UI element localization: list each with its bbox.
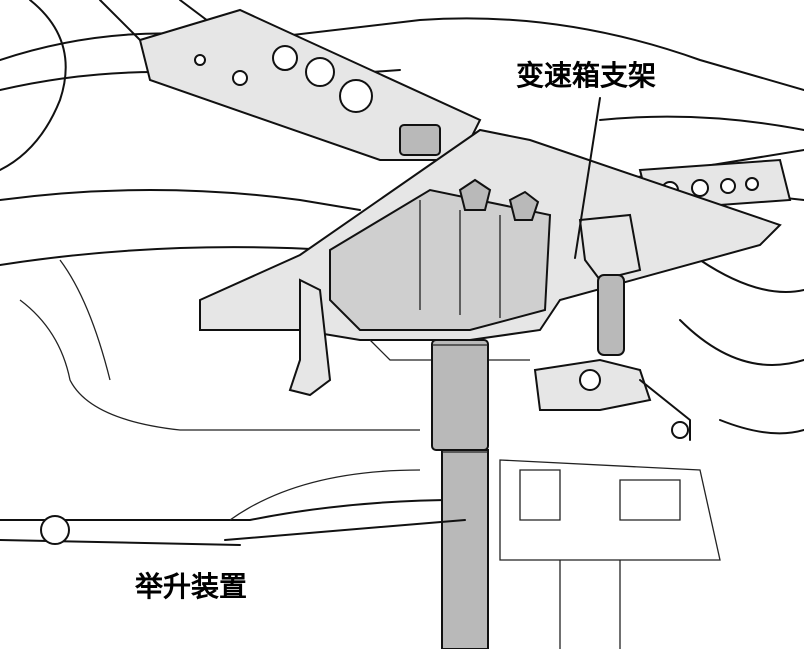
bracket-leader-line — [574, 97, 601, 259]
lift-column — [431, 339, 489, 649]
leader-lines — [224, 97, 601, 541]
lower-frame — [0, 259, 721, 649]
transmission-bracket — [199, 128, 782, 397]
lift-device-label: 举升装置 — [131, 571, 252, 603]
mount-clamp — [533, 213, 691, 441]
lift-leader-line — [224, 519, 466, 541]
crossmember — [138, 8, 792, 212]
transmission-bracket-label: 变速箱支架 — [512, 60, 661, 92]
